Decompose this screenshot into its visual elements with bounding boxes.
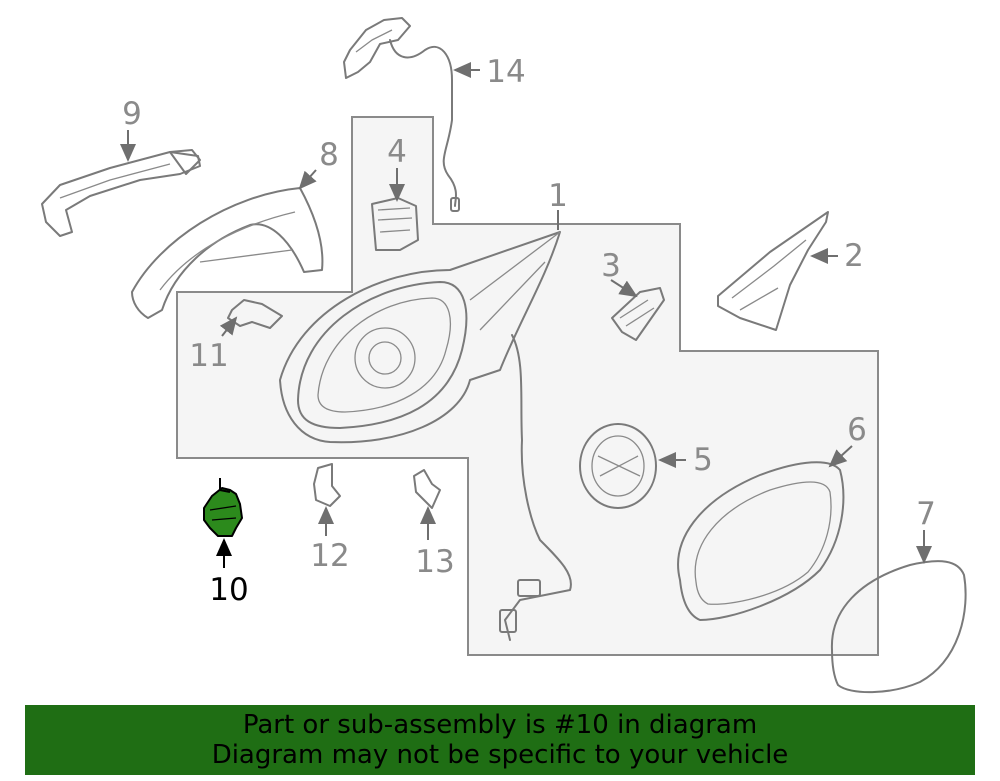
part-14-wire-harness[interactable] bbox=[343, 17, 460, 212]
label-4: 4 bbox=[387, 134, 407, 170]
leader-lines bbox=[120, 62, 932, 568]
part-2-trim-panel[interactable] bbox=[717, 211, 829, 331]
part-1-mirror-housing[interactable] bbox=[279, 231, 572, 641]
label-11: 11 bbox=[189, 338, 228, 374]
label-12: 12 bbox=[310, 538, 349, 574]
label-1: 1 bbox=[548, 178, 568, 214]
part-8-mirror-cap[interactable] bbox=[131, 187, 324, 319]
part-5-glass-actuator[interactable] bbox=[579, 423, 657, 509]
part-13-small-bracket[interactable] bbox=[413, 469, 441, 509]
part-12-small-clip[interactable] bbox=[313, 463, 341, 507]
banner-line-1: Part or sub-assembly is #10 in diagram bbox=[242, 710, 758, 740]
label-10: 10 bbox=[209, 572, 248, 608]
part-3-bracket[interactable] bbox=[611, 287, 665, 341]
label-2: 2 bbox=[844, 238, 864, 274]
label-3: 3 bbox=[601, 248, 621, 284]
part-10-mirror-motor-highlighted[interactable] bbox=[203, 478, 243, 537]
banner-line-2: Diagram may not be specific to your vehi… bbox=[211, 740, 789, 770]
label-9: 9 bbox=[122, 96, 142, 132]
label-7: 7 bbox=[916, 496, 936, 532]
part-9-cover-trim[interactable] bbox=[41, 149, 201, 237]
label-8: 8 bbox=[319, 137, 339, 173]
assembly-region-outline bbox=[176, 116, 879, 656]
label-14: 14 bbox=[486, 54, 525, 90]
info-banner: Part or sub-assembly is #10 in diagram D… bbox=[25, 705, 975, 775]
label-13: 13 bbox=[415, 544, 454, 580]
label-5: 5 bbox=[693, 442, 713, 478]
part-7-mirror-glass[interactable] bbox=[830, 560, 967, 694]
part-6-housing-frame[interactable] bbox=[677, 461, 845, 621]
label-6: 6 bbox=[847, 412, 867, 448]
